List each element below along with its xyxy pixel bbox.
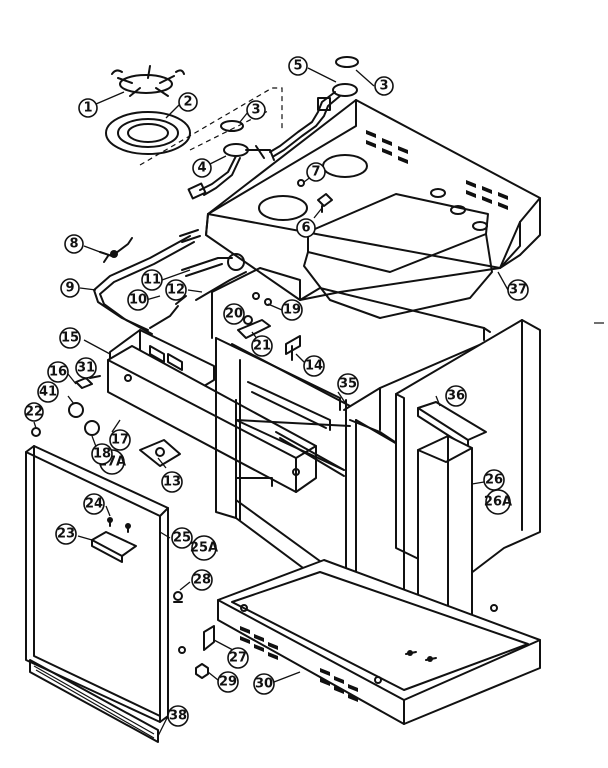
callout-37: 37	[507, 279, 529, 301]
callout-10: 10	[127, 289, 149, 311]
callout-7: 7	[306, 162, 326, 182]
callout-1: 1	[78, 98, 98, 118]
callout-19: 19	[281, 299, 303, 321]
callout-4: 4	[192, 158, 212, 178]
svg-text:3: 3	[379, 79, 388, 94]
svg-text:7: 7	[311, 165, 320, 180]
callout-3b: 3	[374, 76, 394, 96]
svg-text:17: 17	[111, 433, 129, 448]
screw-7	[297, 179, 305, 187]
callout-26a: 26A	[484, 489, 512, 515]
svg-text:28: 28	[193, 573, 211, 588]
svg-text:27: 27	[229, 651, 247, 666]
callout-25: 25	[171, 527, 193, 549]
svg-text:19: 19	[283, 303, 301, 318]
svg-text:5: 5	[293, 59, 302, 74]
svg-text:16: 16	[49, 365, 67, 380]
callout-22: 22	[24, 402, 44, 422]
svg-text:20: 20	[225, 307, 243, 322]
callout-3a: 3	[246, 100, 266, 120]
callout-6: 6	[296, 218, 316, 238]
callout-24: 24	[83, 493, 105, 515]
callout-41: 41	[37, 381, 59, 403]
callout-18: 18	[91, 443, 113, 465]
callout-8: 8	[64, 234, 84, 254]
svg-text:14: 14	[305, 359, 323, 374]
svg-text:25A: 25A	[190, 541, 218, 556]
svg-text:11: 11	[143, 273, 161, 288]
svg-text:23: 23	[57, 527, 75, 542]
callout-28: 28	[191, 569, 213, 591]
svg-text:24: 24	[85, 497, 103, 512]
gas-valve	[99, 237, 133, 263]
igniter-parts	[149, 253, 247, 329]
callout-14: 14	[303, 355, 325, 377]
callout-35: 35	[337, 373, 359, 395]
svg-text:29: 29	[219, 675, 237, 690]
left-burner-assembly	[187, 120, 275, 200]
callout-26: 26	[483, 469, 505, 491]
callout-21: 21	[251, 335, 273, 357]
svg-text:37: 37	[509, 283, 527, 298]
cabinet-base	[217, 559, 541, 725]
svg-text:38: 38	[169, 709, 187, 724]
svg-text:6: 6	[301, 221, 310, 236]
svg-text:35: 35	[339, 377, 357, 392]
right-burner-assembly	[269, 56, 359, 157]
filler-strip	[417, 401, 487, 449]
callout-11: 11	[141, 269, 163, 291]
callout-36: 36	[445, 385, 467, 407]
callout-20: 20	[223, 303, 245, 325]
svg-text:18: 18	[93, 447, 111, 462]
callout-16: 16	[47, 361, 69, 383]
svg-text:41: 41	[39, 385, 57, 400]
callout-2: 2	[178, 92, 198, 112]
door-handle-plate	[91, 531, 137, 563]
burner-bowl	[105, 111, 191, 155]
door-screws	[107, 517, 131, 533]
svg-text:25: 25	[173, 531, 191, 546]
svg-text:10: 10	[129, 293, 147, 308]
callout-12: 12	[165, 279, 187, 301]
svg-text:12: 12	[167, 283, 185, 298]
callout-15: 15	[59, 327, 81, 349]
callout-5: 5	[288, 56, 308, 76]
callout-31: 31	[75, 357, 97, 379]
callout-30: 30	[253, 673, 275, 695]
svg-text:36: 36	[447, 389, 465, 404]
callout-23: 23	[55, 523, 77, 545]
base-screws	[405, 650, 437, 662]
svg-text:8: 8	[69, 237, 78, 252]
svg-text:13: 13	[163, 475, 181, 490]
svg-text:3: 3	[251, 103, 260, 118]
callout-38: 38	[167, 705, 189, 727]
callout-13: 13	[161, 471, 183, 493]
svg-text:21: 21	[253, 339, 271, 354]
svg-text:30: 30	[255, 677, 273, 692]
callout-27: 27	[227, 647, 249, 669]
small-hardware	[31, 292, 301, 679]
cooktop-top-panel	[205, 99, 541, 319]
svg-text:26: 26	[485, 473, 503, 488]
callout-29: 29	[217, 671, 239, 693]
svg-text:2: 2	[183, 95, 192, 110]
burner-grate	[111, 65, 185, 97]
callout-9: 9	[60, 278, 80, 298]
svg-text:15: 15	[61, 331, 79, 346]
kick-trim	[29, 659, 159, 743]
svg-text:4: 4	[197, 161, 206, 176]
callout-17: 17	[109, 429, 131, 451]
svg-text:31: 31	[77, 361, 95, 376]
svg-text:9: 9	[65, 281, 74, 296]
svg-text:1: 1	[83, 101, 92, 116]
callout-25a: 25A	[190, 535, 218, 561]
svg-text:22: 22	[25, 405, 43, 420]
svg-text:26A: 26A	[484, 495, 512, 510]
